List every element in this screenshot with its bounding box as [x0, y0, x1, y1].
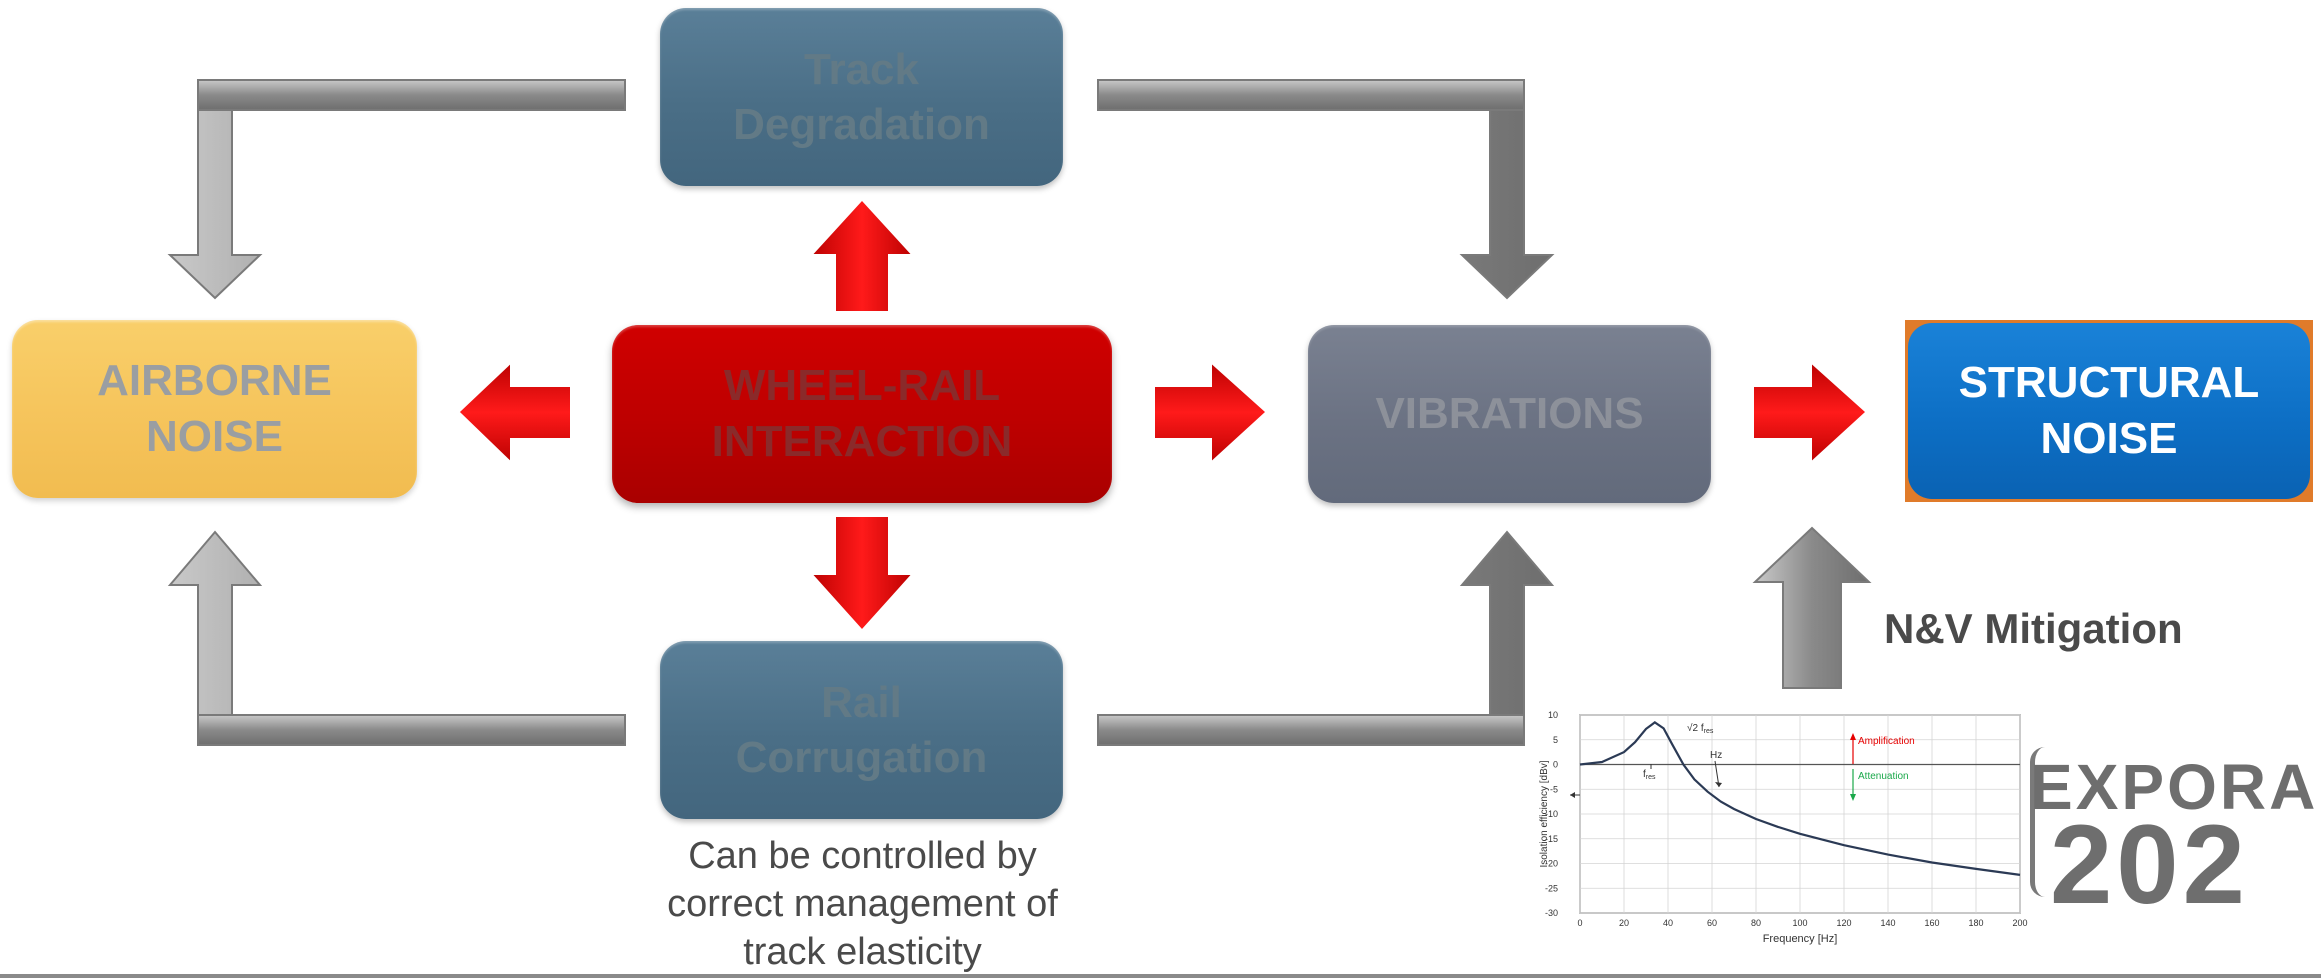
chart-y-ticks: 10 5 0 -5 -10 -15 -20 -25 -30 — [1545, 710, 1558, 918]
chart-y-tick-label: 0 — [1553, 760, 1558, 770]
logo-text-bottom: 202 — [2050, 802, 2249, 915]
chart-x-tick-label: 100 — [1792, 918, 1807, 928]
structural-noise-line2: NOISE — [2040, 414, 2178, 463]
isolation-curve — [1579, 721, 2021, 876]
bottom-rule — [0, 974, 2321, 978]
airborne-noise-box: AIRBORNE NOISE — [12, 320, 417, 498]
chart-y-tick-label: 5 — [1553, 735, 1558, 745]
chart-x-tick-label: 160 — [1924, 918, 1939, 928]
wheel-rail-line2: INTERACTION — [711, 417, 1013, 466]
chart-x-tick-label: 40 — [1663, 918, 1673, 928]
attenuation-arrow-head — [1850, 794, 1856, 801]
track-degradation-line2: Degradation — [733, 100, 990, 149]
chart-y-tick-label: -5 — [1550, 784, 1558, 794]
chart-x-axis-label: Frequency [Hz] — [1763, 933, 1838, 945]
grey-elbow-arrow-track-to-airborne — [167, 79, 626, 300]
chart-y-tick-label: -10 — [1545, 809, 1558, 819]
caption-line3: track elasticity — [743, 931, 982, 973]
chart-x-tick-label: 180 — [1968, 918, 1983, 928]
logo-text-top: EXPORA — [2030, 751, 2319, 823]
red-arrow-right-to-vibrations — [1151, 355, 1271, 470]
amplification-label: Amplification — [1858, 736, 1915, 747]
elasticity-caption: Can be controlled by correct management … — [600, 832, 1125, 976]
isolation-efficiency-chart: 0 20 40 60 80 100 120 140 160 180 200 10 5 0 -5 -10 -15… — [1539, 710, 2028, 945]
track-degradation-box: Track Degradation — [660, 8, 1063, 186]
wheel-rail-line1: WHEEL-RAIL — [723, 361, 1001, 410]
rail-corrugation-line2: Corrugation — [735, 733, 988, 782]
y-pointer-head — [1570, 792, 1575, 798]
chart-x-tick-label: 80 — [1751, 918, 1761, 928]
nv-mitigation-label: N&V Mitigation — [1884, 605, 2183, 652]
chart-grid — [1579, 714, 2021, 914]
track-degradation-line1: Track — [804, 45, 919, 94]
red-arrow-up-to-track — [804, 195, 920, 315]
chart-x-tick-label: 60 — [1707, 918, 1717, 928]
grey-elbow-arrow-rail-to-vibrations — [1097, 530, 1555, 746]
vibrations-box: VIBRATIONS — [1308, 325, 1711, 503]
wheel-rail-interaction-box: WHEEL-RAIL INTERACTION — [612, 325, 1112, 503]
hz-label: Hz — [1710, 750, 1722, 761]
amplification-arrow-head — [1850, 733, 1856, 740]
fres-label: fres — [1643, 769, 1656, 781]
chart-y-tick-label: 10 — [1548, 710, 1558, 720]
red-arrow-down-to-rail — [804, 513, 920, 635]
chart-x-ticks: 0 20 40 60 80 100 120 140 160 180 200 — [1577, 918, 2027, 928]
red-arrow-right-to-structural — [1750, 355, 1871, 470]
expo-logo: EXPORA 202 — [2030, 735, 2321, 915]
chart-y-tick-label: -25 — [1545, 883, 1558, 893]
chart-y-tick-label: -30 — [1545, 908, 1558, 918]
red-arrow-left-to-airborne — [454, 355, 574, 470]
chart-y-axis-label: Isolation efficiency [dBv] — [1539, 760, 1550, 867]
grey-elbow-arrow-track-to-vibrations — [1097, 79, 1555, 300]
chart-x-tick-label: 20 — [1619, 918, 1629, 928]
structural-noise-box: STRUCTURAL NOISE — [1905, 320, 2313, 502]
chart-x-tick-label: 200 — [2012, 918, 2027, 928]
rail-corrugation-line1: Rail — [821, 678, 902, 727]
rail-corrugation-box: Rail Corrugation — [660, 641, 1063, 819]
grey-elbow-arrow-rail-to-airborne — [167, 530, 626, 746]
chart-x-tick-label: 0 — [1577, 918, 1582, 928]
chart-y-tick-label: -20 — [1545, 859, 1558, 869]
chart-x-tick-label: 140 — [1880, 918, 1895, 928]
caption-line2: correct management of — [667, 883, 1058, 925]
hz-pointer-head — [1715, 782, 1722, 787]
attenuation-label: Attenuation — [1858, 771, 1909, 782]
airborne-noise-line1: AIRBORNE — [97, 356, 332, 405]
airborne-noise-line2: NOISE — [146, 412, 283, 461]
structural-noise-line1: STRUCTURAL — [1958, 358, 2260, 407]
chart-x-tick-label: 120 — [1836, 918, 1851, 928]
logo-arc-mark — [2030, 747, 2045, 897]
vibrations-label: VIBRATIONS — [1375, 389, 1644, 438]
sqrt2-fres-label: √2 fres — [1687, 722, 1714, 735]
grey-arrow-mitigation-up — [1752, 526, 1872, 689]
caption-line1: Can be controlled by — [688, 835, 1037, 877]
chart-y-tick-label: -15 — [1545, 834, 1558, 844]
